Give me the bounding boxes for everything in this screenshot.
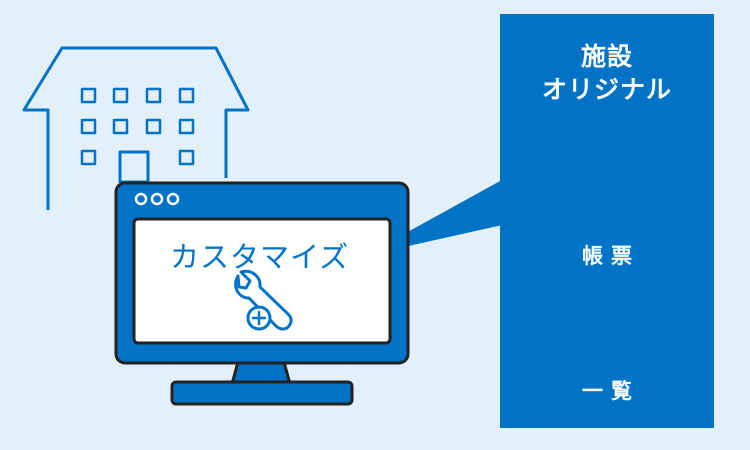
panel-title-line1: 施設 [580, 42, 633, 71]
monitor-icon [114, 181, 410, 406]
screen-customize-label: カスタマイズ [170, 240, 350, 274]
list-label: 一覧 [582, 379, 640, 403]
panel-title-line2: オリジナル [541, 75, 672, 104]
facility-original-panel: 施設 オリジナル 帳票 一覧 [500, 14, 714, 428]
panel-title: 施設 オリジナル [500, 40, 714, 106]
wrench-plus-icon [234, 269, 293, 331]
building-icon [22, 46, 250, 210]
forms-label: 帳票 [582, 244, 640, 268]
